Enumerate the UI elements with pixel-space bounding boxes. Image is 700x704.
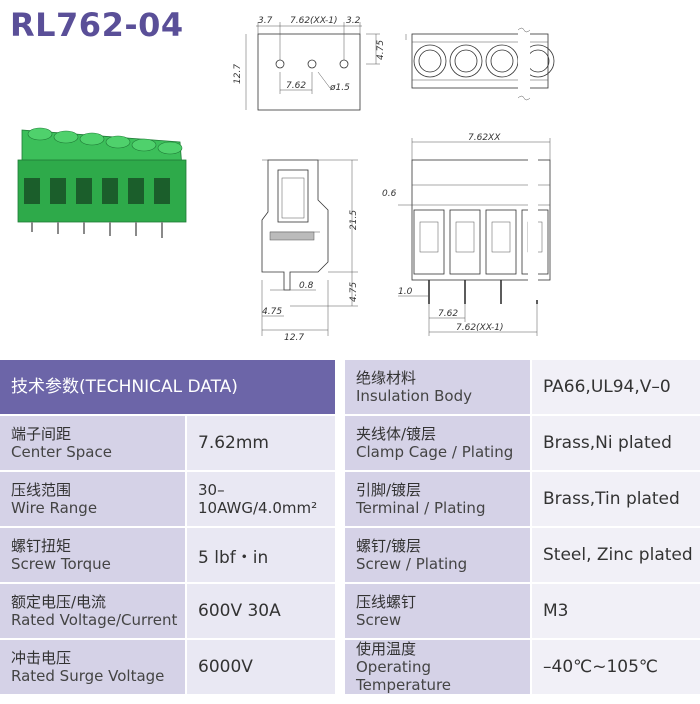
spec-label-cn: 引脚/镀层 [356, 481, 422, 499]
spec-label-en: Operating Temperature [356, 658, 452, 694]
spec-label-en: Screw / Plating [356, 555, 468, 573]
spec-value: 600V 30A [198, 601, 281, 621]
spec-label-en: Rated Surge Voltage [11, 667, 165, 685]
spec-label-en: Screw Torque [11, 555, 111, 573]
dim-top-b: 7.62(XX-1) [290, 16, 338, 26]
spec-label-cn: 使用温度 [356, 640, 417, 658]
dim-side-off: 4.75 [262, 307, 282, 317]
spec-label-cell: 压线范围 Wire Range [0, 472, 185, 526]
dim-side-top: 0.6 [382, 189, 397, 199]
dim-top-a: 3.7 [258, 16, 273, 26]
spec-label-en: Screw [356, 611, 402, 629]
table-row: 冲击电压 Rated Surge Voltage 6000V 使用温度 Oper… [0, 640, 700, 694]
spec-label-cn: 夹线体/镀层 [356, 425, 437, 443]
spec-label-cn: 螺钉扭矩 [11, 537, 72, 555]
spec-value: –40℃~105℃ [543, 657, 659, 677]
spec-value: 5 lbf・in [198, 547, 269, 568]
spec-value-cell: 600V 30A [187, 584, 335, 638]
dim-left-h: 12.7 [233, 64, 243, 84]
spec-value-cell: Brass,Tin plated [532, 472, 700, 526]
dim-right-h: 4.75 [376, 40, 386, 60]
spec-value-cell: 7.62mm [187, 416, 335, 470]
spec-label-cn: 绝缘材料 [356, 369, 417, 387]
spec-label-cn: 螺钉/镀层 [356, 537, 422, 555]
dim-top-c: 3.2 [346, 16, 361, 26]
spec-label-cell: 螺钉扭矩 Screw Torque [0, 528, 185, 582]
spec-value: Brass,Tin plated [543, 489, 680, 509]
spec-label-en: Wire Range [11, 499, 98, 517]
table-row: 压线范围 Wire Range 30–10AWG/4.0mm² 引脚/镀层 Te… [0, 472, 700, 526]
spec-value: Brass,Ni plated [543, 433, 672, 453]
spec-label-en: Clamp Cage / Plating [356, 443, 514, 461]
dim-front-pin: 1.0 [398, 287, 413, 297]
spec-label-cell: 螺钉/镀层 Screw / Plating [345, 528, 530, 582]
dim-side-h: 21.5 [349, 210, 359, 230]
spec-value: 7.62mm [198, 433, 269, 453]
spec-value-cell: M3 [532, 584, 700, 638]
table-row: 技术参数(TECHNICAL DATA) 绝缘材料 Insulation Bod… [0, 360, 700, 414]
spec-label-en: Insulation Body [356, 387, 472, 405]
spec-value-cell: 5 lbf・in [187, 528, 335, 582]
spec-value-cell: –40℃~105℃ [532, 640, 700, 694]
spec-value: 30–10AWG/4.0mm² [198, 481, 318, 517]
dim-side-w: 12.7 [284, 333, 304, 343]
spec-label-en: Center Space [11, 443, 112, 461]
spec-label-en: Terminal / Plating [356, 499, 486, 517]
spec-value-cell: Brass,Ni plated [532, 416, 700, 470]
spec-label-cell: 夹线体/镀层 Clamp Cage / Plating [345, 416, 530, 470]
product-photo [17, 127, 187, 238]
product-title: RL762-04 [10, 6, 184, 44]
spec-label-cell: 额定电压/电流 Rated Voltage/Current [0, 584, 185, 638]
spec-label-cell: 绝缘材料 Insulation Body [345, 360, 530, 414]
front-view-drawing: 7.62XX 0.6 1.0 7.62 7.62(XX-1) [382, 133, 551, 336]
dim-pitch: 7.62 [286, 81, 306, 91]
dim-front-w: 7.62XX [468, 133, 501, 143]
table-row: 端子间距 Center Space 7.62mm 夹线体/镀层 Clamp Ca… [0, 416, 700, 470]
side-view-drawing: 21.5 0.8 4.75 4.75 12.7 [261, 159, 359, 343]
spec-value-cell: Steel, Zinc plated [532, 528, 700, 582]
spec-label-cell: 端子间距 Center Space [0, 416, 185, 470]
spec-label-cn: 冲击电压 [11, 649, 72, 667]
technical-drawings: 3.7 7.62(XX-1) 3.2 12.7 4.75 7.62 ø1.5 [17, 16, 555, 343]
spec-label-cn: 压线范围 [11, 481, 72, 499]
spec-value: M3 [543, 601, 569, 621]
table-row: 螺钉扭矩 Screw Torque 5 lbf・in 螺钉/镀层 Screw /… [0, 528, 700, 582]
spec-label-cn: 额定电压/电流 [11, 593, 107, 611]
technical-data-table: 技术参数(TECHNICAL DATA) 绝缘材料 Insulation Bod… [0, 360, 700, 704]
spec-label-cn: 端子间距 [11, 425, 72, 443]
footprint-drawing: 3.7 7.62(XX-1) 3.2 12.7 4.75 7.62 ø1.5 [233, 16, 386, 111]
spec-label-cell: 引脚/镀层 Terminal / Plating [345, 472, 530, 526]
spec-label-cell: 压线螺钉 Screw [345, 584, 530, 638]
spec-value-cell: 30–10AWG/4.0mm² [187, 472, 335, 526]
table-row: 额定电压/电流 Rated Voltage/Current 600V 30A 压… [0, 584, 700, 638]
spec-label-cell: 冲击电压 Rated Surge Voltage [0, 640, 185, 694]
spec-value-cell: PA66,UL94,V–0 [532, 360, 700, 414]
spec-value-cell: 6000V [187, 640, 335, 694]
dim-hole: ø1.5 [329, 83, 350, 93]
spec-label-cell: 使用温度 Operating Temperature [345, 640, 530, 694]
dim-front-total: 7.62(XX-1) [456, 323, 504, 333]
table-header: 技术参数(TECHNICAL DATA) [0, 360, 335, 414]
table-header-label: 技术参数(TECHNICAL DATA) [11, 377, 238, 397]
spec-label-cn: 压线螺钉 [356, 593, 417, 611]
spec-label-en: Rated Voltage/Current [11, 611, 178, 629]
top-view-drawing [405, 27, 555, 101]
spec-value: PA66,UL94,V–0 [543, 377, 671, 397]
spec-value: 6000V [198, 657, 253, 677]
dim-front-pitch: 7.62 [438, 309, 458, 319]
dim-side-pin: 0.8 [299, 281, 314, 291]
dim-side-pin-h: 4.75 [349, 282, 359, 302]
spec-value: Steel, Zinc plated [543, 545, 693, 565]
